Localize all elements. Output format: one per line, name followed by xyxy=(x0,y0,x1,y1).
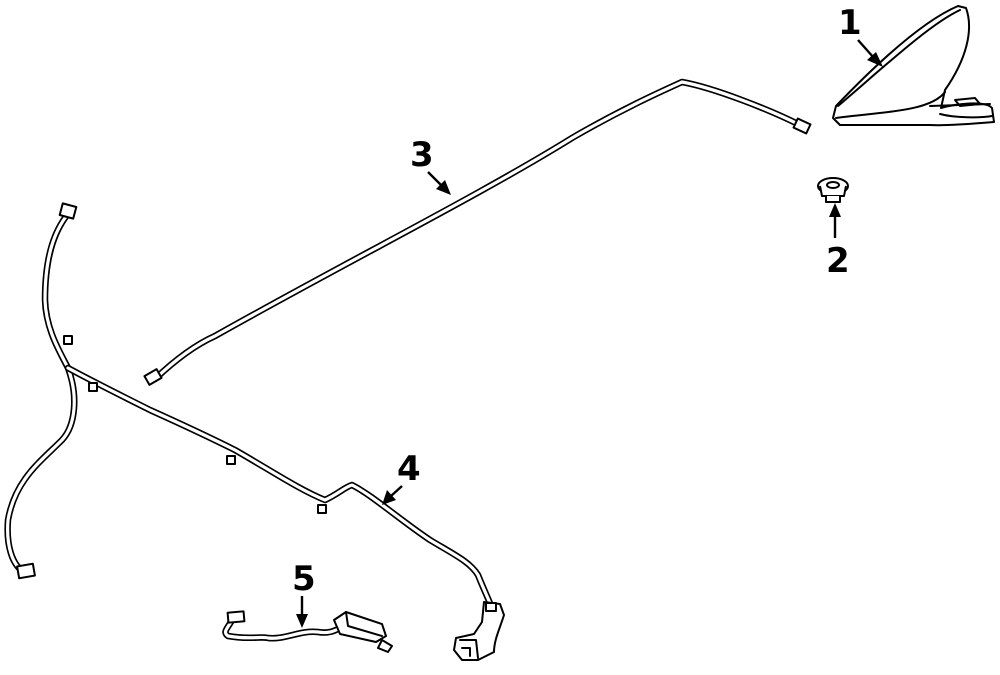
callout-5: 5 xyxy=(292,559,316,628)
callout-3: 3 xyxy=(410,135,451,195)
callout-4-label: 4 xyxy=(397,449,421,489)
callout-1-label: 1 xyxy=(838,3,862,43)
callout-5-label: 5 xyxy=(292,559,316,599)
callout-3-label: 3 xyxy=(410,135,434,175)
part-4-harness xyxy=(4,202,505,661)
callout-1: 1 xyxy=(838,3,883,67)
part-2-nut xyxy=(817,177,849,203)
part-1-antenna-body xyxy=(832,5,995,127)
part-3-roof-cable xyxy=(143,78,812,386)
callout-2: 2 xyxy=(826,203,850,281)
part-5-module xyxy=(222,610,393,653)
callout-2-label: 2 xyxy=(826,241,850,281)
callout-4: 4 xyxy=(382,449,421,505)
